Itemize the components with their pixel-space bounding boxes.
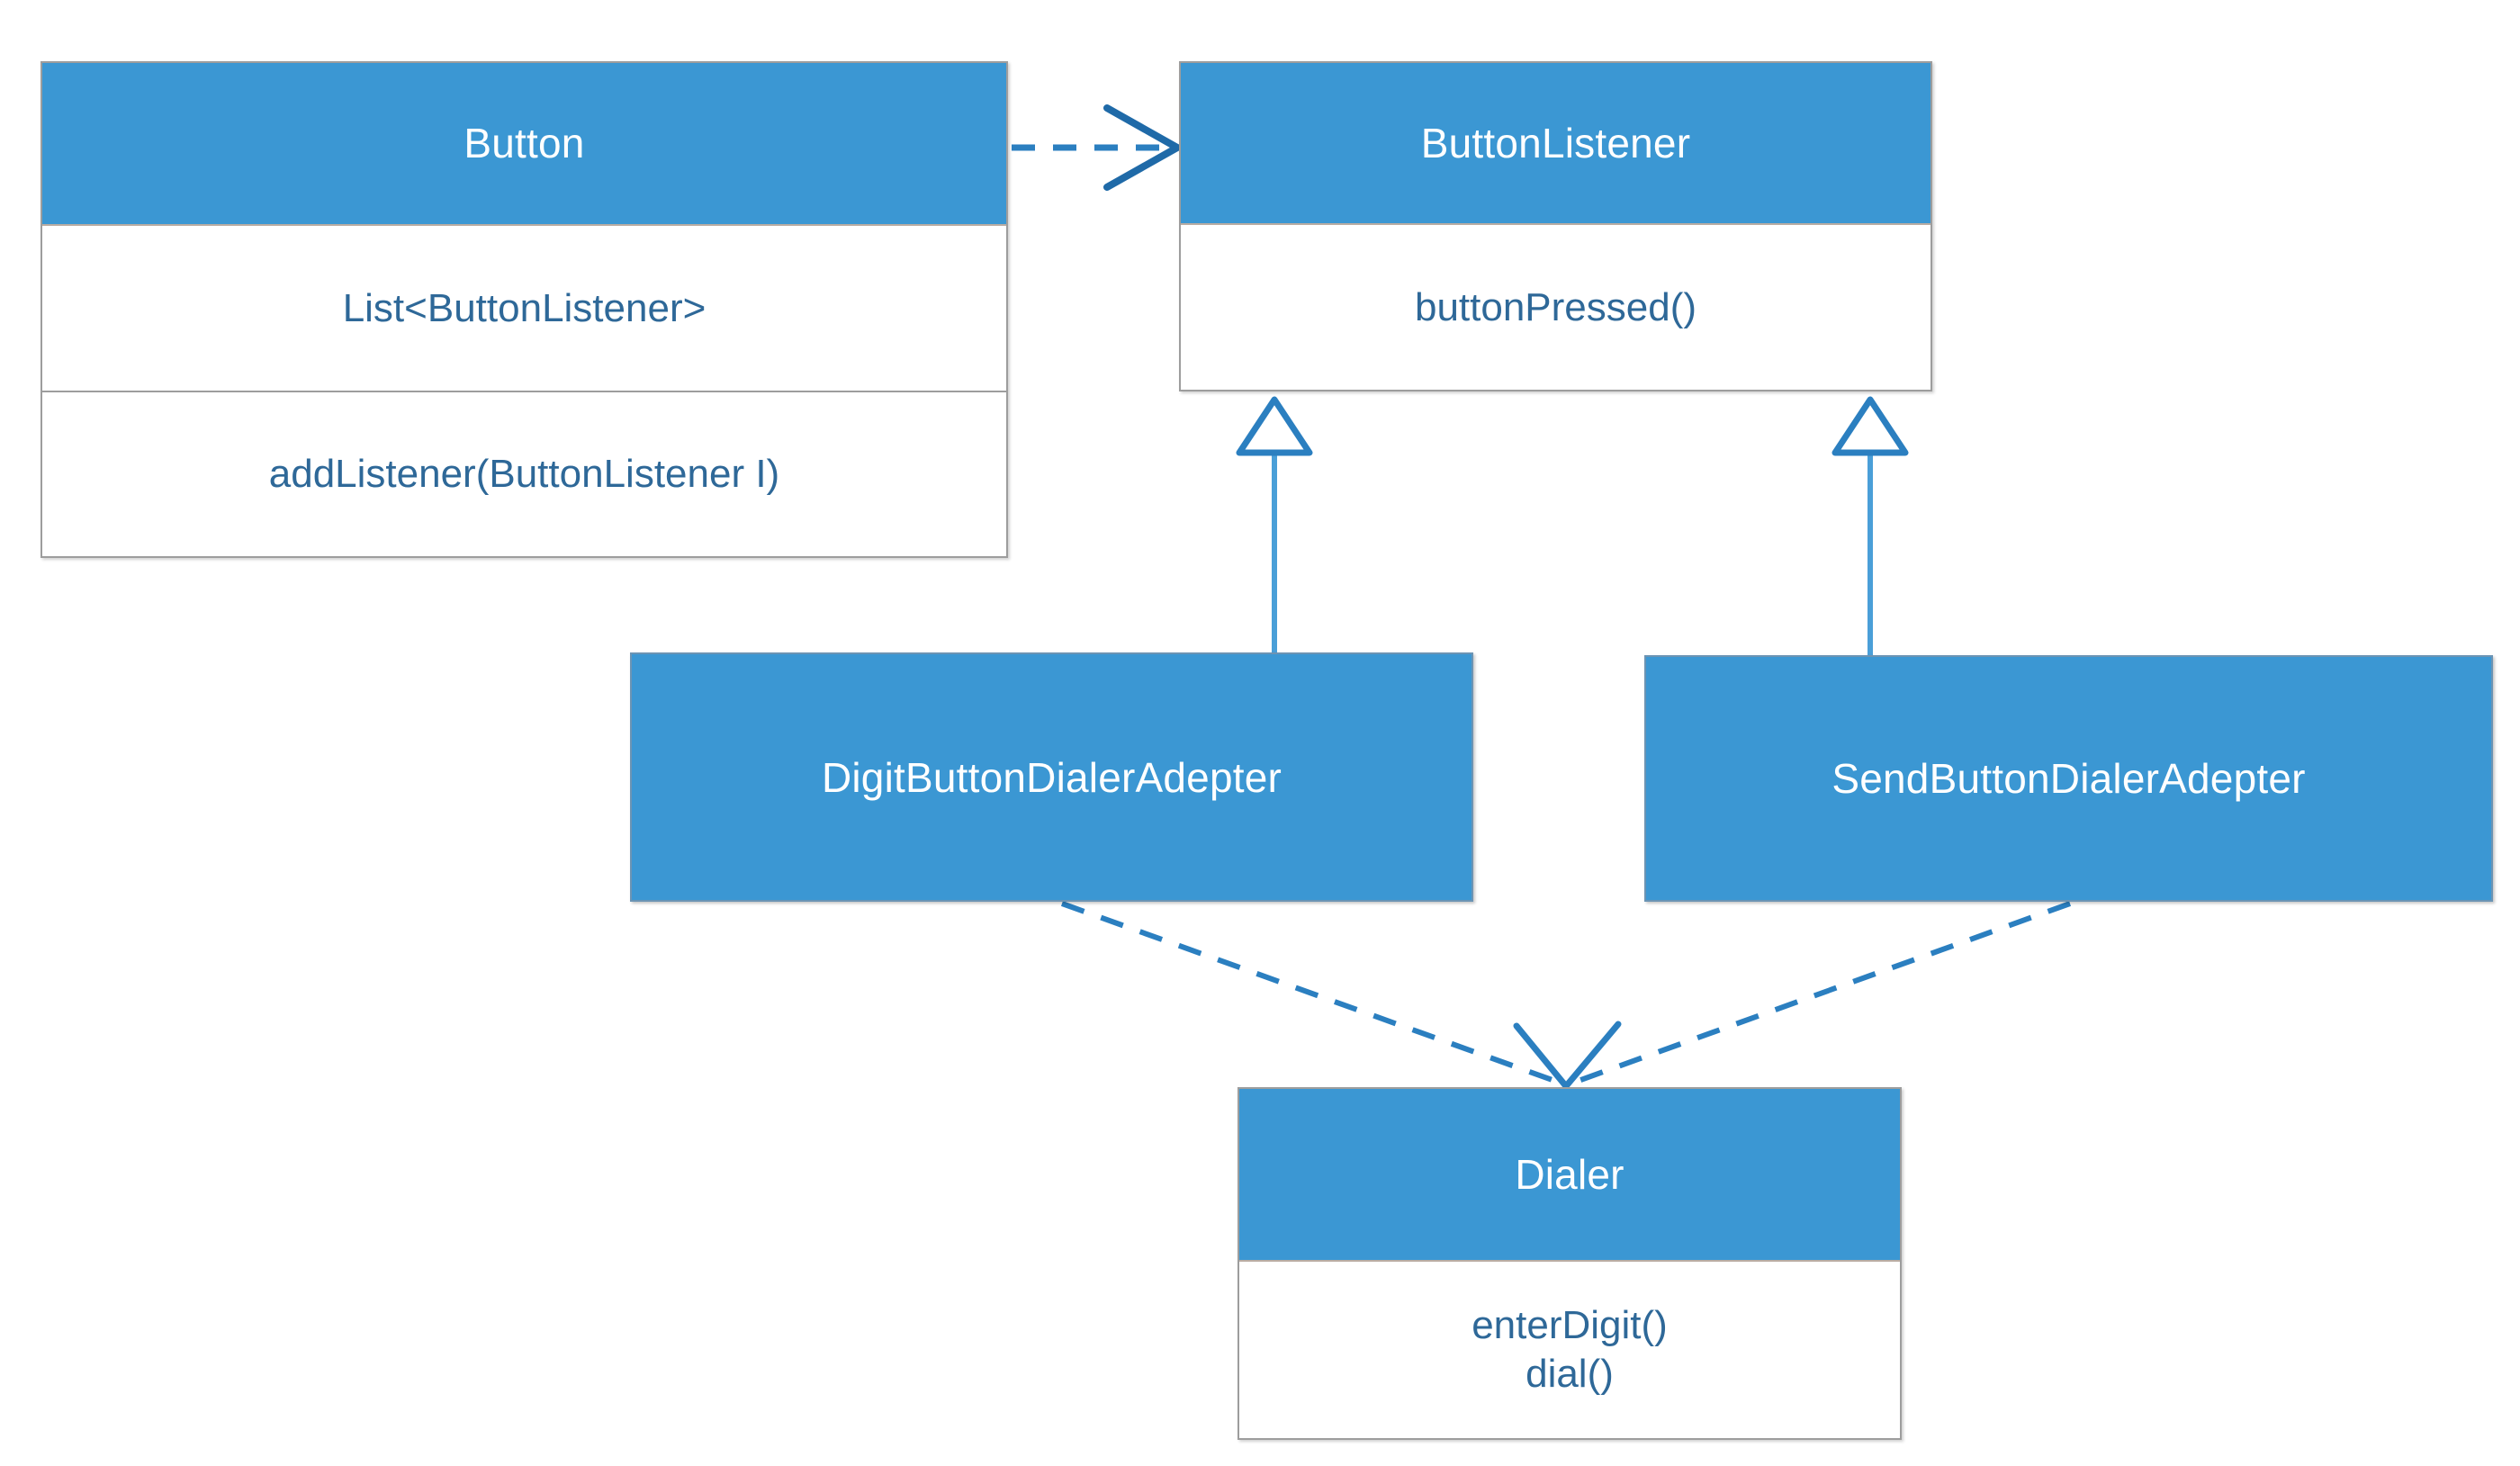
hollow-triangle-arrowhead-icon	[1832, 396, 1909, 456]
edge-sendadapter-realizes-buttonlistener	[1832, 396, 1909, 655]
class-operations-button: addListener(ButtonListener I)	[268, 452, 780, 497]
hollow-triangle-arrowhead-icon	[1236, 396, 1313, 456]
class-name-button: Button	[42, 63, 1006, 226]
class-box-buttonlistener[interactable]: ButtonListener buttonPressed()	[1179, 61, 1932, 391]
operation-dial: dial()	[1526, 1352, 1614, 1396]
class-box-digitbuttondialeradepter[interactable]: DigitButtonDialerAdepter	[630, 652, 1473, 902]
class-name-digitbuttondialeradepter: DigitButtonDialerAdepter	[630, 652, 1473, 902]
edge-button-uses-buttonlistener	[1012, 104, 1181, 191]
open-v-arrowhead-icon	[1103, 104, 1181, 191]
dependency-line-digitadapter-to-dialer	[1060, 901, 1562, 1085]
class-name-sendbuttondialeradepter: SendButtonDialerAdepter	[1644, 655, 2493, 902]
edge-digitadapter-uses-dialer	[1060, 901, 1562, 1085]
class-box-button[interactable]: Button List<ButtonListener> addListener(…	[40, 61, 1008, 558]
edge-digitadapter-realizes-buttonlistener	[1236, 396, 1313, 652]
edge-sendadapter-uses-dialer	[1571, 901, 2072, 1085]
class-operations-buttonlistener: buttonPressed()	[1414, 284, 1697, 329]
class-name-dialer: Dialer	[1239, 1089, 1900, 1262]
class-name-buttonlistener: ButtonListener	[1181, 63, 1930, 226]
dependency-line-sendadapter-to-dialer	[1571, 901, 2072, 1085]
class-attributes-button: List<ButtonListener>	[42, 226, 1006, 393]
class-box-dialer[interactable]: Dialer enterDigit() dial()	[1238, 1087, 1902, 1440]
class-operations-dialer: enterDigit() dial()	[1239, 1262, 1900, 1438]
operation-enterdigit: enterDigit()	[1472, 1303, 1668, 1348]
open-v-arrowhead-icon-dialer	[1513, 1021, 1622, 1090]
class-box-sendbuttondialeradepter[interactable]: SendButtonDialerAdepter	[1644, 655, 2493, 902]
